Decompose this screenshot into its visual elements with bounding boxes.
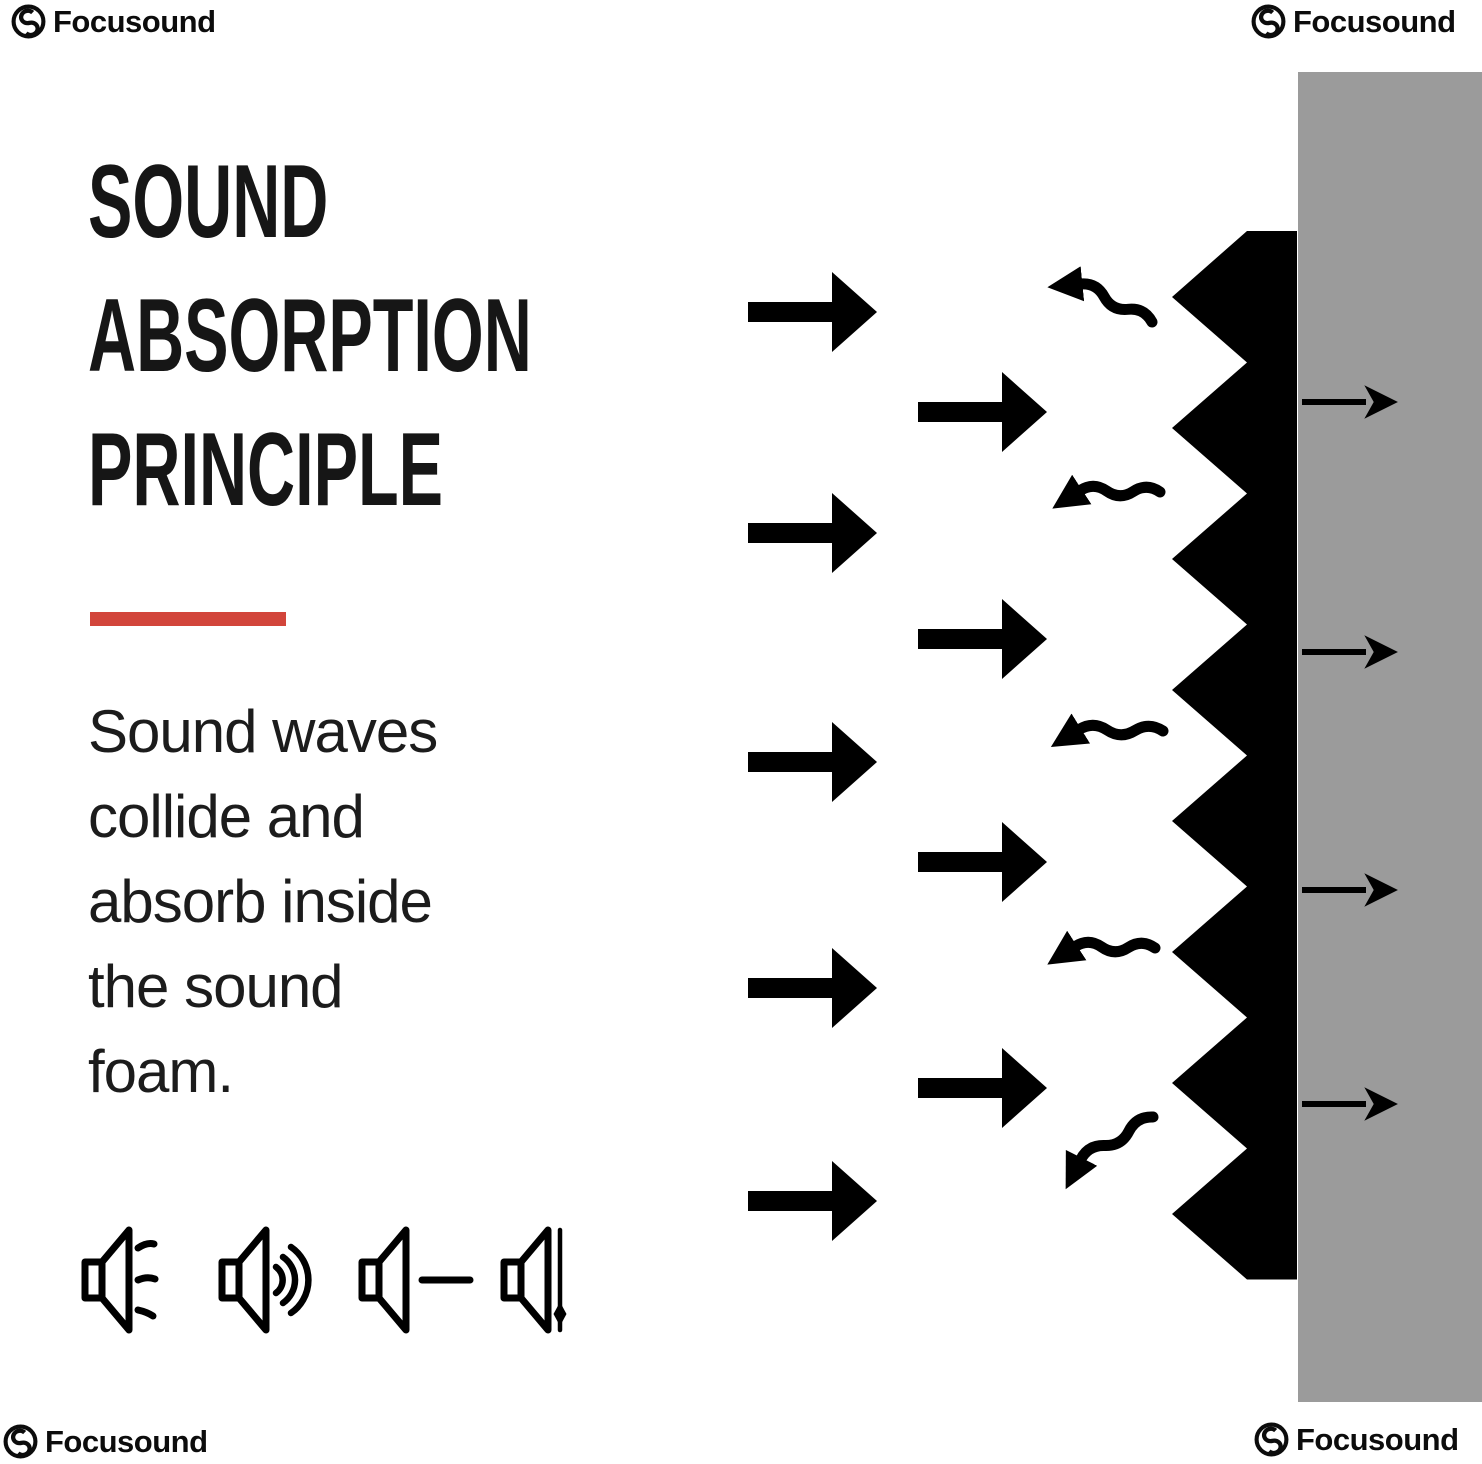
incoming-sound-arrow — [918, 599, 1047, 679]
brand-name: Focusound — [1296, 1421, 1459, 1457]
logo-bottom-right: Focusound — [1253, 1421, 1459, 1458]
desc-line-1: Sound waves — [88, 698, 438, 765]
incoming-sound-arrow — [748, 1161, 877, 1241]
logo-bottom-left: Focusound — [2, 1423, 208, 1460]
red-accent-bar — [90, 612, 286, 626]
concrete-wall — [1298, 72, 1482, 1402]
title-line-3: PRINCIPLE — [88, 412, 444, 528]
foam-wedge-panel — [1172, 231, 1297, 1280]
focusound-logo-icon — [1254, 1422, 1289, 1457]
page-title: SOUND ABSORPTION PRINCIPLE — [88, 135, 792, 537]
focusound-logo-icon — [11, 4, 46, 39]
logo-top-left: Focusound — [10, 3, 216, 40]
incoming-sound-arrow — [748, 722, 877, 802]
title-line-2: ABSORPTION — [88, 278, 532, 394]
speaker-arcs-icon — [218, 1226, 312, 1334]
incoming-sound-arrow — [748, 272, 877, 352]
speaker-dash-icon — [358, 1226, 474, 1334]
brand-name: Focusound — [1293, 3, 1456, 39]
incoming-sound-arrow — [748, 493, 877, 573]
desc-line-3: absorb inside — [88, 868, 433, 935]
reflected-sound-arrow — [1052, 474, 1166, 509]
incoming-sound-arrow — [918, 372, 1047, 452]
desc-line-2: collide and — [88, 783, 365, 850]
reflected-sound-arrow — [1047, 266, 1158, 328]
speaker-line-icon — [500, 1226, 567, 1334]
desc-line-4: the sound — [88, 953, 344, 1020]
reflected-sound-arrow — [1047, 930, 1161, 965]
incoming-sound-arrow — [918, 822, 1047, 902]
title-line-1: SOUND — [88, 144, 329, 260]
incoming-sound-arrow — [918, 1048, 1047, 1128]
description-text: Sound waves collide and absorb inside th… — [88, 689, 728, 1114]
incoming-sound-arrow — [748, 948, 877, 1028]
desc-line-5: foam. — [88, 1038, 234, 1105]
brand-name: Focusound — [53, 3, 216, 39]
speaker-dashes-icon — [81, 1226, 159, 1334]
reflected-sound-arrow — [1050, 713, 1169, 748]
reflected-sound-arrow — [1065, 1111, 1159, 1190]
logo-top-right: Focusound — [1250, 3, 1456, 40]
focusound-logo-icon — [1251, 4, 1286, 39]
brand-name: Focusound — [45, 1423, 208, 1459]
focusound-logo-icon — [3, 1424, 38, 1459]
speaker-icons-row — [81, 1226, 567, 1334]
